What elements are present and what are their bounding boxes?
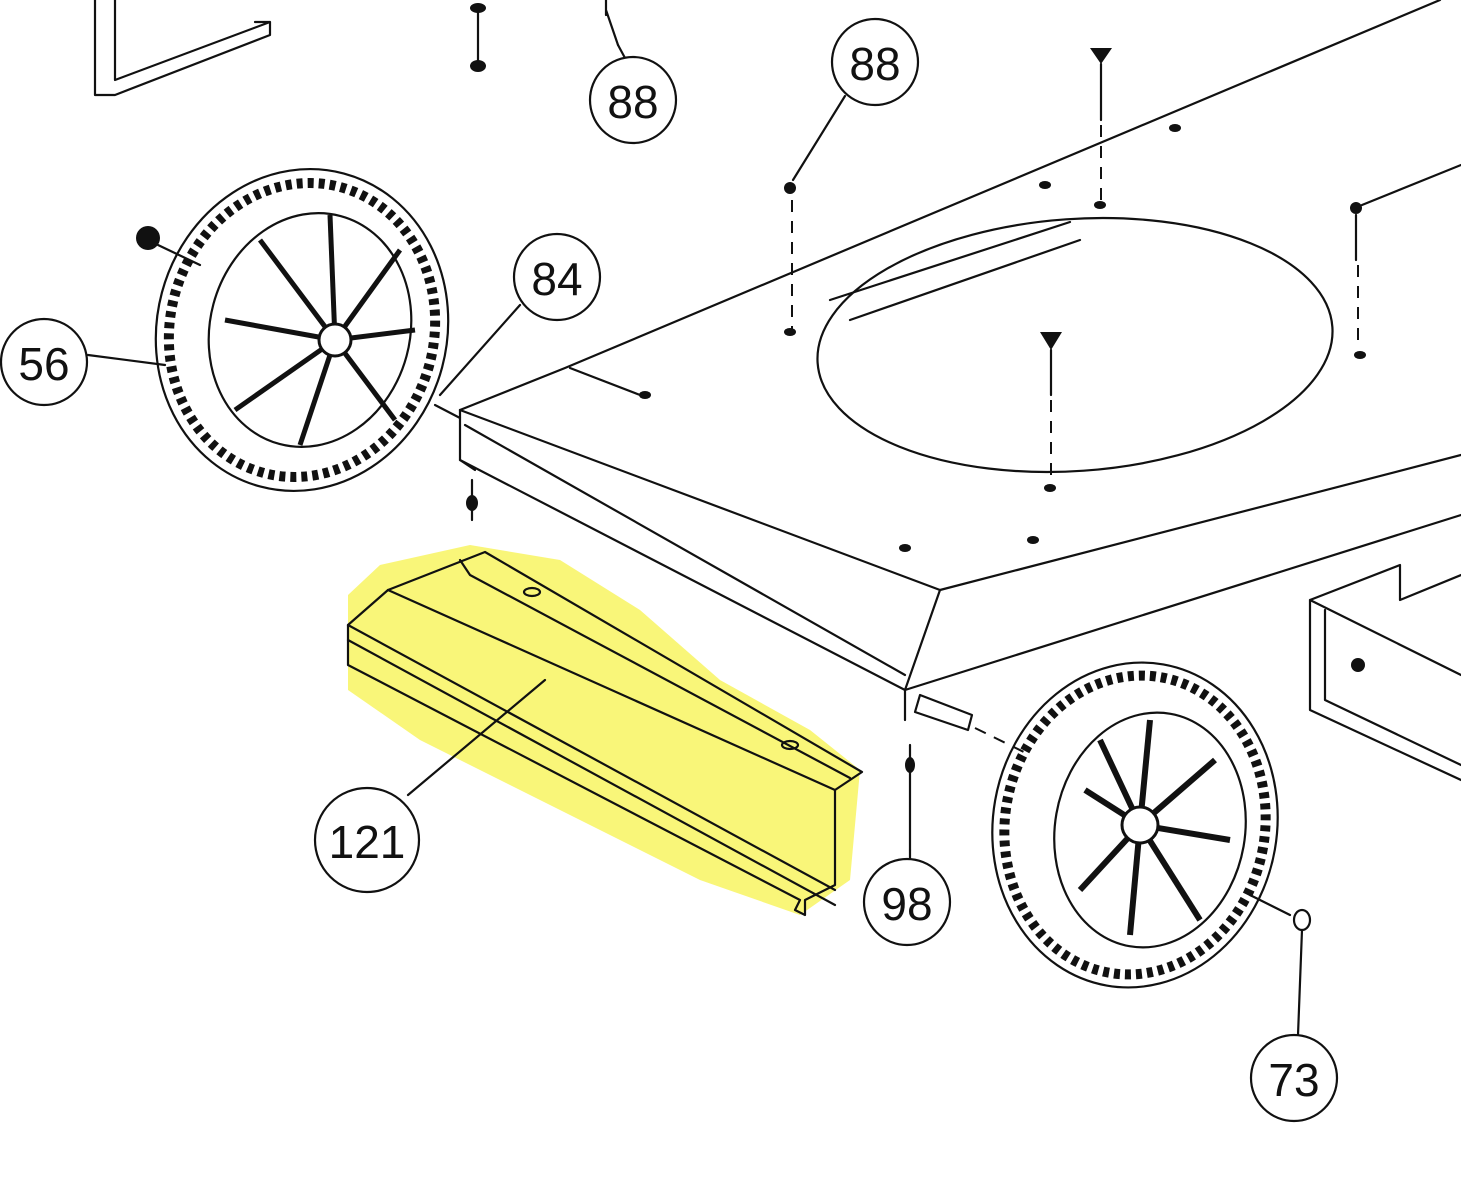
mower-deck [458, 0, 1461, 722]
bolt-icon [470, 0, 620, 72]
part-121-highlight [348, 545, 860, 915]
svg-text:121: 121 [329, 816, 406, 868]
side-bracket [1308, 563, 1461, 782]
callout-56: 56 [0, 317, 89, 407]
callout-98: 98 [862, 857, 952, 947]
svg-text:98: 98 [881, 878, 932, 930]
svg-text:88: 88 [849, 38, 900, 90]
side-panel [93, 0, 272, 97]
callout-84: 84 [512, 232, 602, 322]
svg-text:88: 88 [607, 76, 658, 128]
part-121-bracket [346, 550, 864, 917]
svg-text:73: 73 [1268, 1054, 1319, 1106]
svg-text:56: 56 [18, 338, 69, 390]
leader-lines [86, 43, 1304, 1037]
wheel-left [136, 167, 450, 493]
screw-icon [433, 48, 1461, 852]
wheel-right [991, 661, 1312, 989]
callout-121: 121 [313, 786, 421, 894]
callout-73: 73 [1249, 1033, 1339, 1123]
callout-88: 88 [830, 17, 920, 107]
callout-88: 88 [588, 55, 678, 145]
svg-text:84: 84 [531, 253, 582, 305]
